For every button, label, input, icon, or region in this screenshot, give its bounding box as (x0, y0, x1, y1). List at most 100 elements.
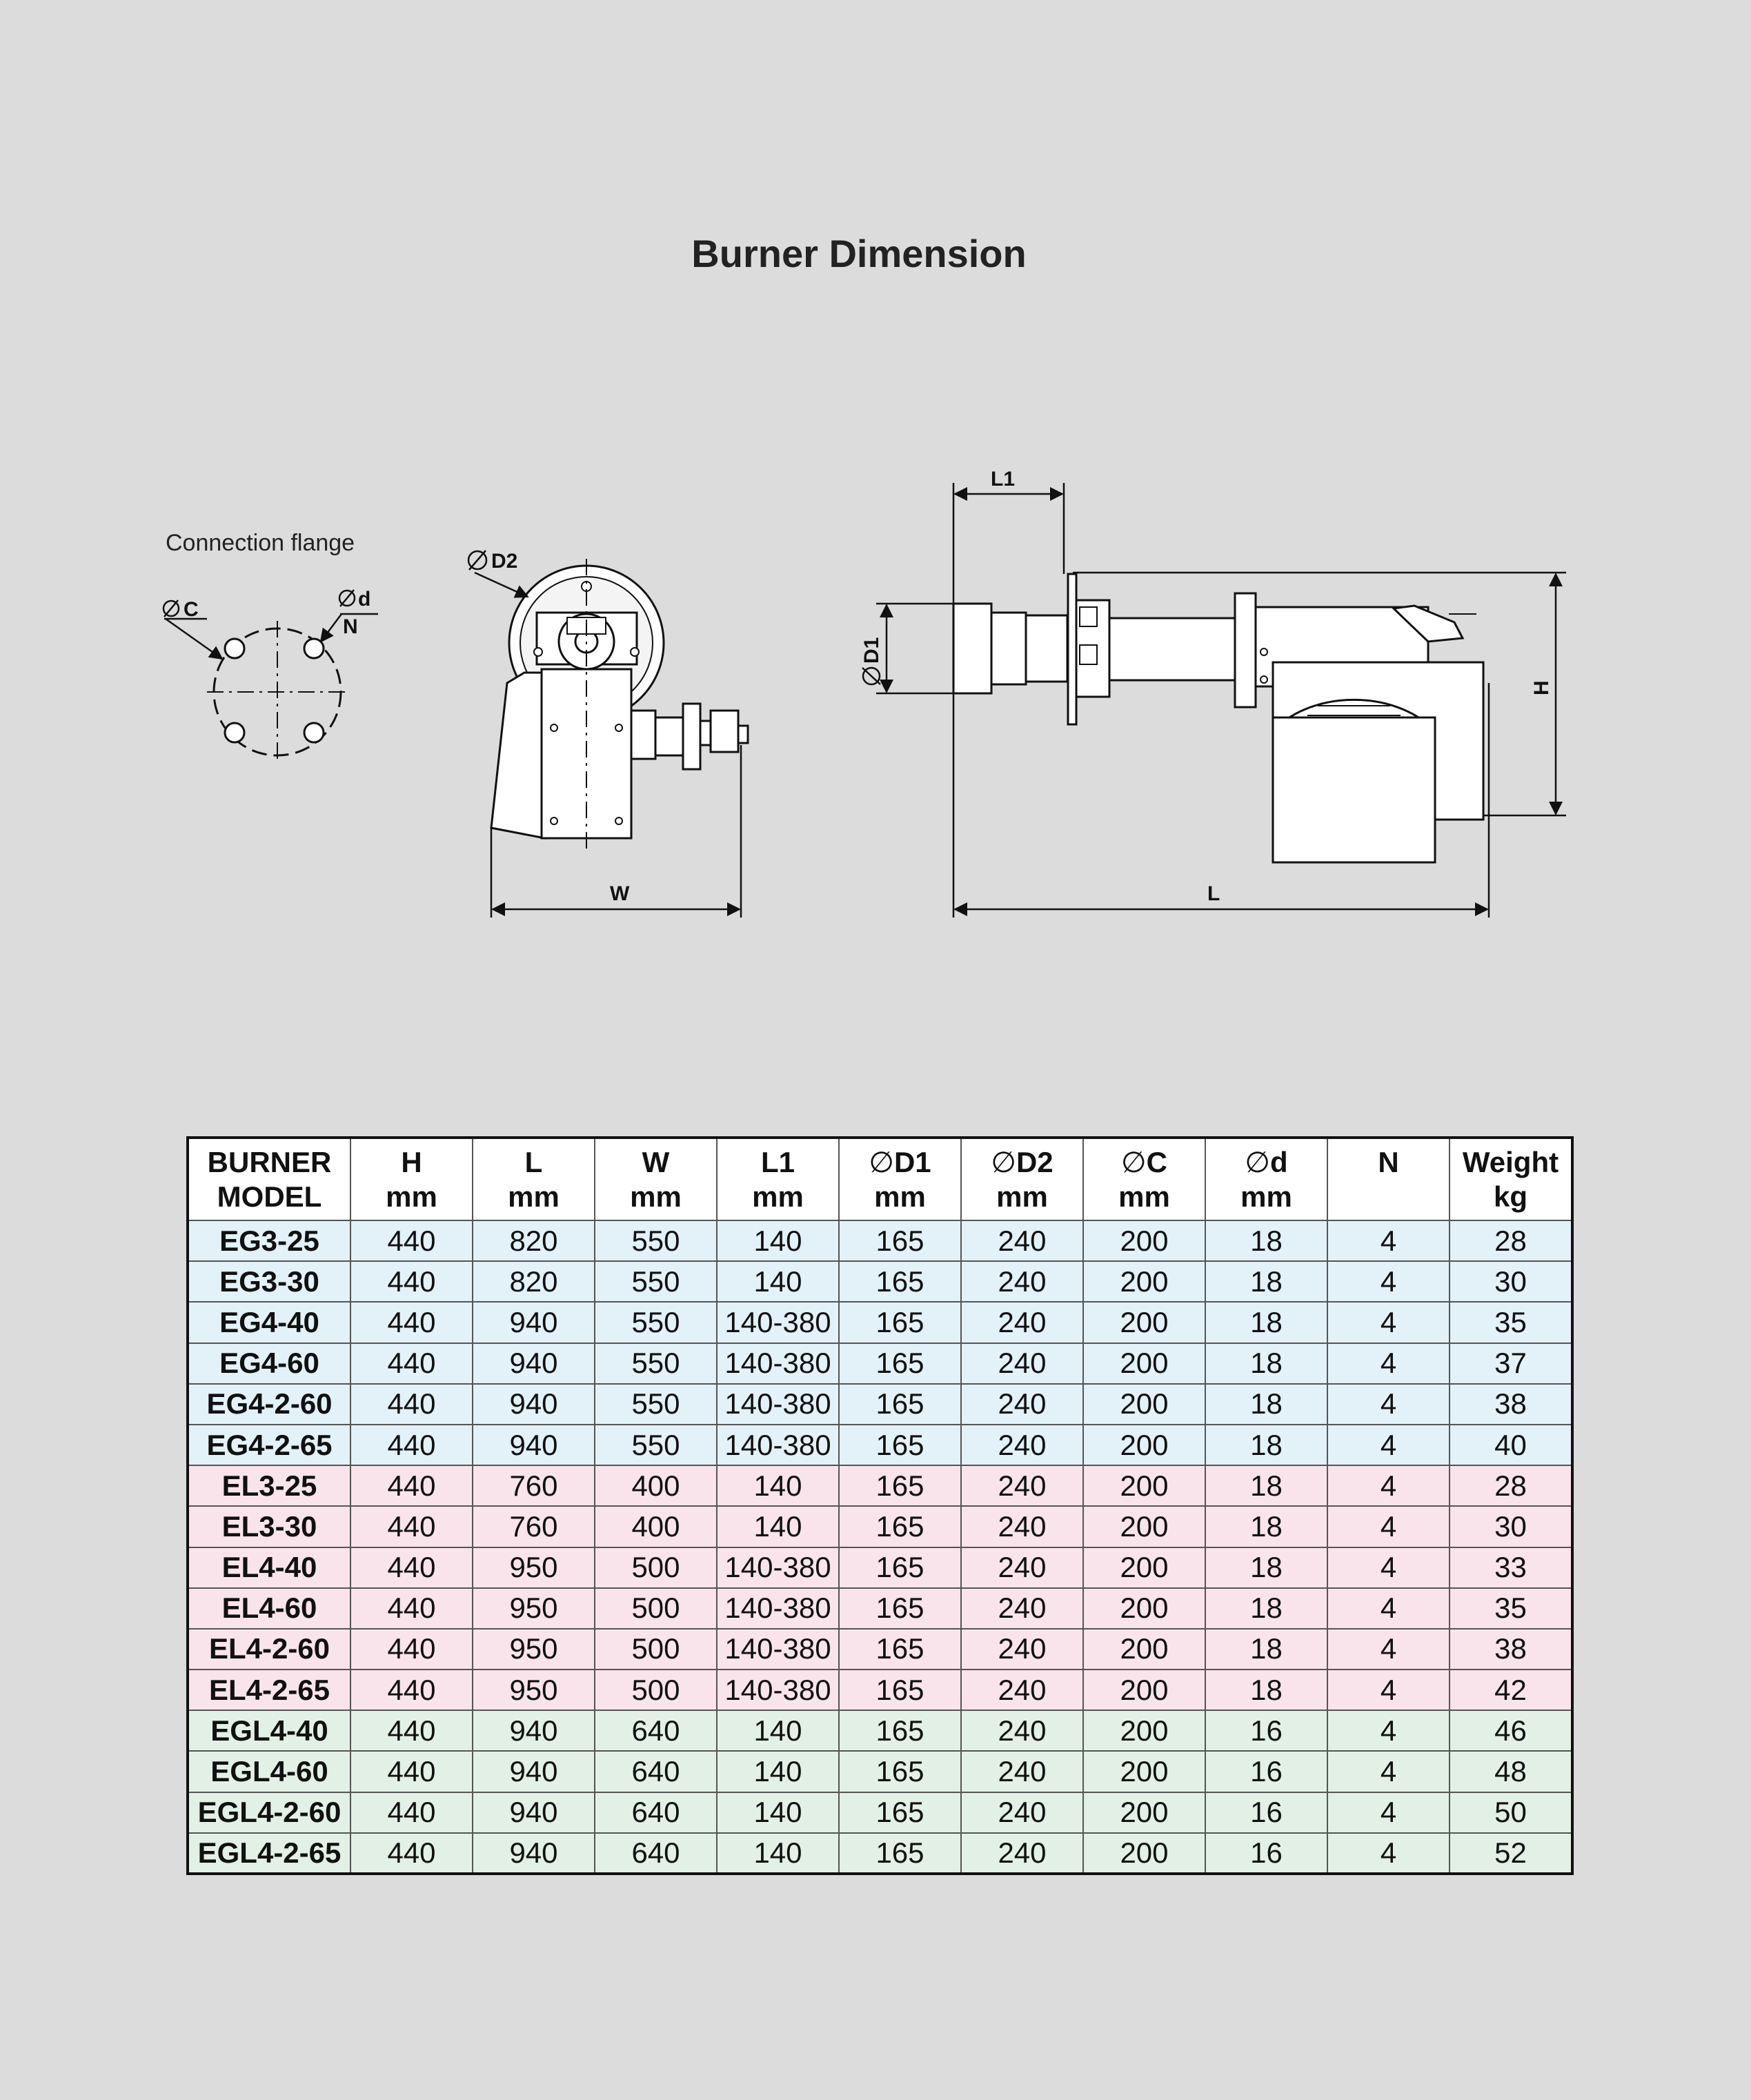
value-cell: 950 (472, 1546, 595, 1589)
value-cell: 200 (1082, 1710, 1206, 1752)
value-cell: 4 (1327, 1750, 1450, 1793)
flange-caption: Connection flange (166, 530, 355, 556)
value-cell: 4 (1327, 1383, 1450, 1425)
value-cell: 440 (350, 1301, 473, 1344)
value-cell: 165 (838, 1301, 962, 1344)
column-header-unit (1328, 1180, 1449, 1214)
value-cell: 950 (472, 1627, 595, 1671)
value-cell: 140 (716, 1219, 840, 1262)
value-cell: 550 (594, 1260, 718, 1303)
value-cell: 4 (1327, 1587, 1450, 1630)
value-cell: 50 (1449, 1791, 1573, 1834)
value-cell: 4 (1327, 1505, 1450, 1548)
value-cell: 200 (1082, 1383, 1206, 1425)
column-header-unit: mm (1118, 1180, 1170, 1213)
model-cell: EL3-30 (187, 1505, 351, 1548)
model-cell: EGL4-2-60 (187, 1791, 351, 1834)
column-header-label: D2 (1016, 1145, 1053, 1178)
value-cell: 440 (350, 1750, 473, 1793)
value-cell: 38 (1449, 1627, 1573, 1671)
value-cell: 140 (716, 1750, 840, 1793)
value-cell: 4 (1327, 1219, 1450, 1262)
value-cell: 240 (960, 1505, 1084, 1548)
value-cell: 18 (1205, 1627, 1328, 1671)
column-header-label: W (642, 1145, 670, 1178)
value-cell: 4 (1327, 1669, 1450, 1712)
value-cell: 500 (594, 1587, 718, 1630)
value-cell: 140-380 (716, 1342, 840, 1385)
burner-dimension-drawings: C d N D2 (162, 468, 1566, 918)
value-cell: 240 (960, 1383, 1084, 1425)
value-cell: 200 (1082, 1260, 1206, 1303)
value-cell: 440 (350, 1423, 473, 1467)
value-cell: 240 (960, 1587, 1084, 1630)
value-cell: 30 (1449, 1505, 1573, 1548)
value-cell: 940 (472, 1423, 595, 1467)
value-cell: 200 (1082, 1505, 1206, 1548)
column-header-unit: mm (630, 1180, 682, 1213)
value-cell: 42 (1449, 1669, 1573, 1712)
value-cell: 240 (960, 1465, 1084, 1507)
value-cell: 240 (960, 1791, 1084, 1834)
value-cell: 165 (838, 1791, 962, 1834)
column-header-unit: mm (752, 1180, 804, 1213)
column-header-label: N (1378, 1145, 1399, 1178)
value-cell: 940 (472, 1383, 595, 1425)
model-cell: EG3-30 (187, 1260, 351, 1303)
column-header-unit: mm (508, 1180, 560, 1213)
value-cell: 200 (1082, 1587, 1206, 1630)
value-cell: 140-380 (716, 1423, 840, 1467)
value-cell: 165 (838, 1587, 962, 1630)
value-cell: 4 (1327, 1627, 1450, 1671)
value-cell: 140 (716, 1710, 840, 1752)
value-cell: 18 (1205, 1383, 1328, 1425)
value-cell: 440 (350, 1383, 473, 1425)
value-cell: 640 (594, 1750, 718, 1793)
value-cell: 440 (350, 1627, 473, 1671)
value-cell: 140-380 (716, 1383, 840, 1425)
value-cell: 16 (1205, 1710, 1328, 1752)
value-cell: 240 (960, 1301, 1084, 1344)
value-cell: 18 (1205, 1301, 1328, 1344)
value-cell: 40 (1449, 1423, 1573, 1467)
model-cell: EG4-2-60 (187, 1383, 351, 1425)
value-cell: 440 (350, 1587, 473, 1630)
value-cell: 940 (472, 1710, 595, 1752)
value-cell: 440 (350, 1791, 473, 1834)
value-cell: 440 (350, 1219, 473, 1262)
value-cell: 200 (1082, 1465, 1206, 1507)
value-cell: 940 (472, 1791, 595, 1834)
value-cell: 165 (838, 1260, 962, 1303)
value-cell: 4 (1327, 1710, 1450, 1752)
value-cell: 18 (1205, 1465, 1328, 1507)
value-cell: 165 (838, 1219, 962, 1262)
value-cell: 760 (472, 1505, 595, 1548)
value-cell: 640 (594, 1791, 718, 1834)
value-cell: 4 (1327, 1423, 1450, 1467)
value-cell: 52 (1449, 1832, 1573, 1875)
value-cell: 640 (594, 1710, 718, 1752)
value-cell: 240 (960, 1546, 1084, 1589)
value-cell: 240 (960, 1219, 1084, 1262)
model-cell: EL4-60 (187, 1587, 351, 1630)
column-header-label: L1 (760, 1145, 795, 1178)
value-cell: 400 (594, 1505, 718, 1548)
value-cell: 940 (472, 1301, 595, 1344)
model-cell: EG4-40 (187, 1301, 351, 1344)
value-cell: 18 (1205, 1342, 1328, 1385)
value-cell: 38 (1449, 1383, 1573, 1425)
column-header-label: H (401, 1145, 422, 1178)
value-cell: 18 (1205, 1219, 1328, 1262)
